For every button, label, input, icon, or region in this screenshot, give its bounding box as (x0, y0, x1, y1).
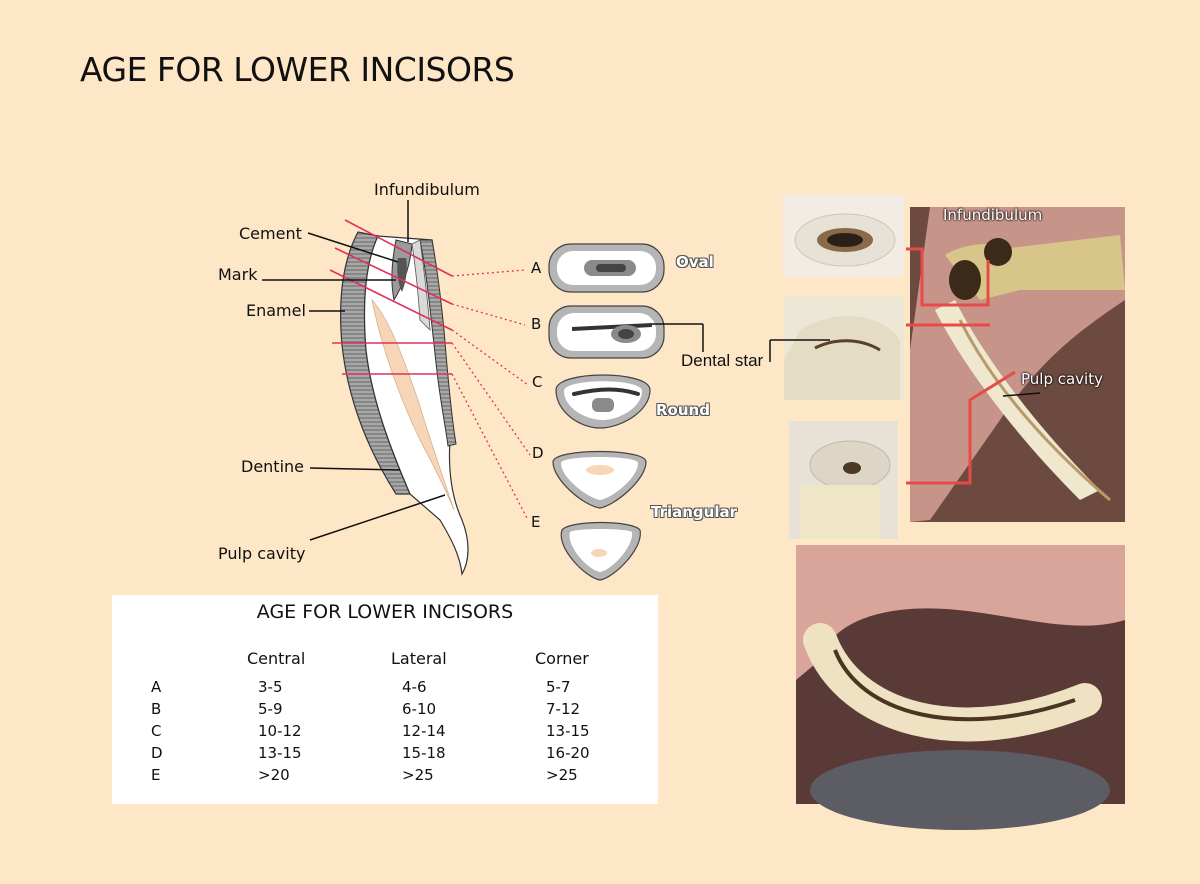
table-header-corner: Corner (535, 649, 589, 668)
cell-lateral: 4-6 (402, 678, 427, 696)
tooth-pulp (371, 298, 455, 511)
table-row: B 5-9 6-10 7-12 (112, 700, 658, 722)
cell-lateral: 6-10 (402, 700, 437, 718)
row-label: B (151, 700, 162, 718)
label-infundibulum: Infundibulum (374, 180, 480, 199)
table-title: AGE FOR LOWER INCISORS (256, 601, 514, 623)
cell-central: 5-9 (258, 700, 283, 718)
cell-central: 3-5 (258, 678, 283, 696)
cross-section-d (552, 450, 647, 509)
shape-label-round: Round (656, 401, 710, 419)
cell-lateral: 15-18 (402, 744, 446, 762)
table-header-lateral: Lateral (391, 649, 447, 668)
tooth-cement (411, 239, 431, 332)
table-header-central: Central (247, 649, 306, 668)
cross-section-b (548, 305, 704, 359)
cell-central: 13-15 (258, 744, 302, 762)
label-pulp-cavity: Pulp cavity (218, 544, 306, 563)
section-letter-d: D (532, 444, 544, 462)
row-label: D (151, 744, 163, 762)
section-letter-b: B (531, 315, 542, 333)
cross-section-c (555, 374, 651, 429)
cell-lateral: >25 (402, 766, 434, 784)
cell-corner: 16-20 (546, 744, 590, 762)
shape-label-triangular: Triangular (651, 503, 738, 521)
cell-corner: 13-15 (546, 722, 590, 740)
label-dental-star: Dental star (681, 351, 764, 370)
photo-mouth (796, 545, 1125, 830)
cell-central: 10-12 (258, 722, 302, 740)
tooth-section-illustration (262, 200, 531, 576)
photo-tooth-bottom (789, 421, 898, 539)
photo-label-pulp-cavity: Pulp cavity (1021, 370, 1103, 388)
cell-corner: 5-7 (546, 678, 571, 696)
page-title: AGE FOR LOWER INCISORS (80, 50, 515, 89)
photo-tooth-top (783, 195, 904, 277)
photo-label-infundibulum: Infundibulum (943, 206, 1043, 224)
table-row: E >20 >25 >25 (112, 766, 658, 788)
photo-tooth-middle (784, 296, 904, 400)
section-letter-a: A (531, 259, 542, 277)
section-letter-c: C (532, 373, 543, 391)
row-label: A (151, 678, 162, 696)
shape-label-oval: Oval (676, 253, 714, 271)
label-mark: Mark (218, 265, 258, 284)
table-row: C 10-12 12-14 13-15 (112, 722, 658, 744)
cell-central: >20 (258, 766, 290, 784)
tooth-mark-core (397, 258, 407, 292)
table-row: A 3-5 4-6 5-7 (112, 678, 658, 700)
label-enamel: Enamel (246, 301, 306, 320)
section-letter-e: E (531, 513, 541, 531)
row-label: C (151, 722, 162, 740)
cell-corner: 7-12 (546, 700, 581, 718)
row-label: E (151, 766, 161, 784)
cross-section-e (560, 521, 641, 581)
photo-jaw-section (910, 207, 1125, 522)
label-dentine: Dentine (241, 457, 305, 476)
age-table: AGE FOR LOWER INCISORS Central Lateral C… (112, 595, 658, 804)
cell-lateral: 12-14 (402, 722, 446, 740)
label-cement: Cement (239, 224, 302, 243)
table-row: D 13-15 15-18 16-20 (112, 744, 658, 766)
cross-section-a (548, 243, 665, 293)
cell-corner: >25 (546, 766, 578, 784)
